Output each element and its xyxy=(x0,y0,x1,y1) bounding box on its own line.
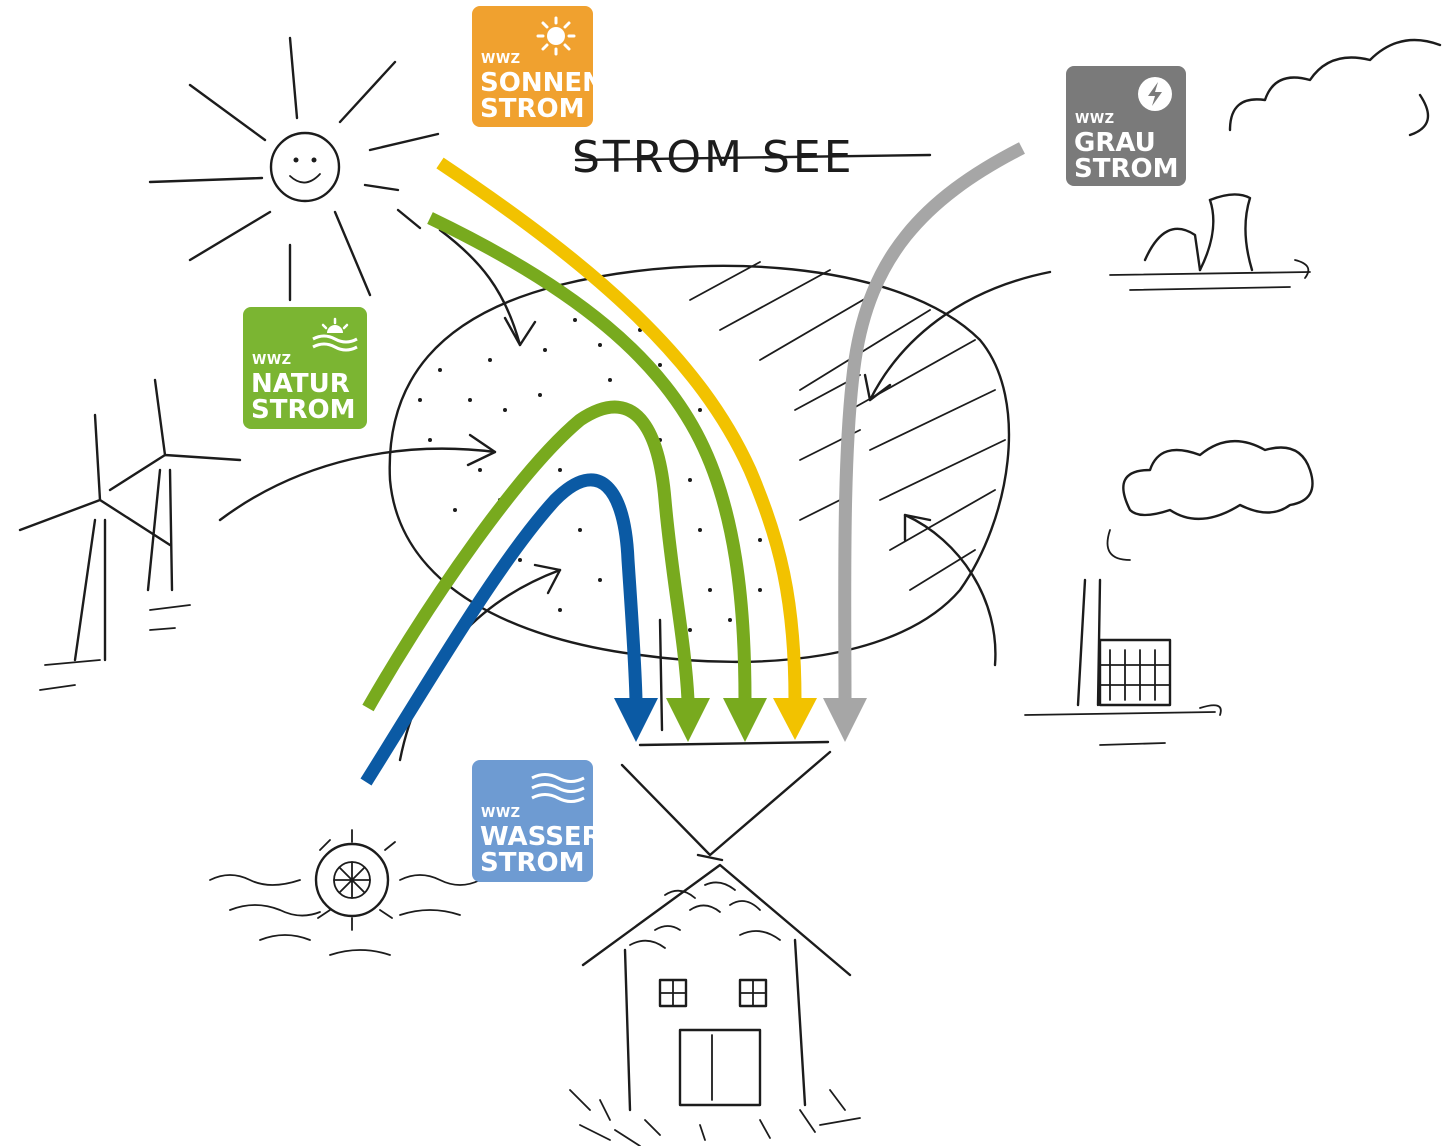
badge-background xyxy=(243,307,367,429)
badge-line1: NATUR xyxy=(251,369,350,399)
flow-arrowhead-natur-bottom xyxy=(666,698,710,742)
badge-natur-strom: WWZ NATUR STROM xyxy=(243,307,367,429)
nuclear-plant-sketch xyxy=(1109,38,1442,291)
flow-arrowhead-natur-top xyxy=(723,698,767,742)
factory-sketch xyxy=(1024,439,1314,746)
badge-brand: WWZ xyxy=(481,52,521,67)
badge-line1: SONNEN xyxy=(480,68,604,98)
flow-arrow-natur-bottom xyxy=(362,400,695,712)
badge-grau-strom: WWZ GRAU STROM xyxy=(1066,66,1186,186)
badge-brand: WWZ xyxy=(481,806,521,821)
flow-arrow-sonnen xyxy=(436,157,802,701)
lake-sketch xyxy=(218,228,1052,862)
water-wheel-sketch xyxy=(209,829,481,956)
flow-arrowhead-grau xyxy=(823,698,867,742)
badge-sonnen-strom: WWZ SONNEN STROM xyxy=(472,6,604,127)
flow-arrow-natur-top xyxy=(427,212,752,701)
lightning-icon xyxy=(1138,77,1172,111)
badge-wasser-strom: WWZ WASSER STROM xyxy=(472,760,602,882)
flow-arrowhead-sonnen xyxy=(773,698,817,740)
badge-line2: STROM xyxy=(1074,154,1178,184)
badge-brand: WWZ xyxy=(252,353,292,368)
flow-arrow-grau xyxy=(838,142,1025,701)
sun-sketch xyxy=(148,36,440,302)
waves-icon xyxy=(531,773,585,803)
badge-line2: STROM xyxy=(480,94,584,124)
badge-brand: WWZ xyxy=(1075,112,1115,127)
water-sun-icon xyxy=(312,317,358,352)
sun-icon xyxy=(536,16,576,56)
badge-line2: STROM xyxy=(251,395,355,425)
badge-line1: WASSER xyxy=(480,822,602,852)
badge-line2: STROM xyxy=(480,848,584,878)
flow-arrows xyxy=(360,142,1025,786)
title-underline xyxy=(574,153,932,162)
house-sketch xyxy=(569,863,861,1146)
wind-turbines-sketch xyxy=(18,378,242,691)
flow-arrowhead-wasser xyxy=(614,698,658,742)
flow-arrow-wasser xyxy=(360,473,643,786)
badge-line1: GRAU xyxy=(1074,128,1156,158)
